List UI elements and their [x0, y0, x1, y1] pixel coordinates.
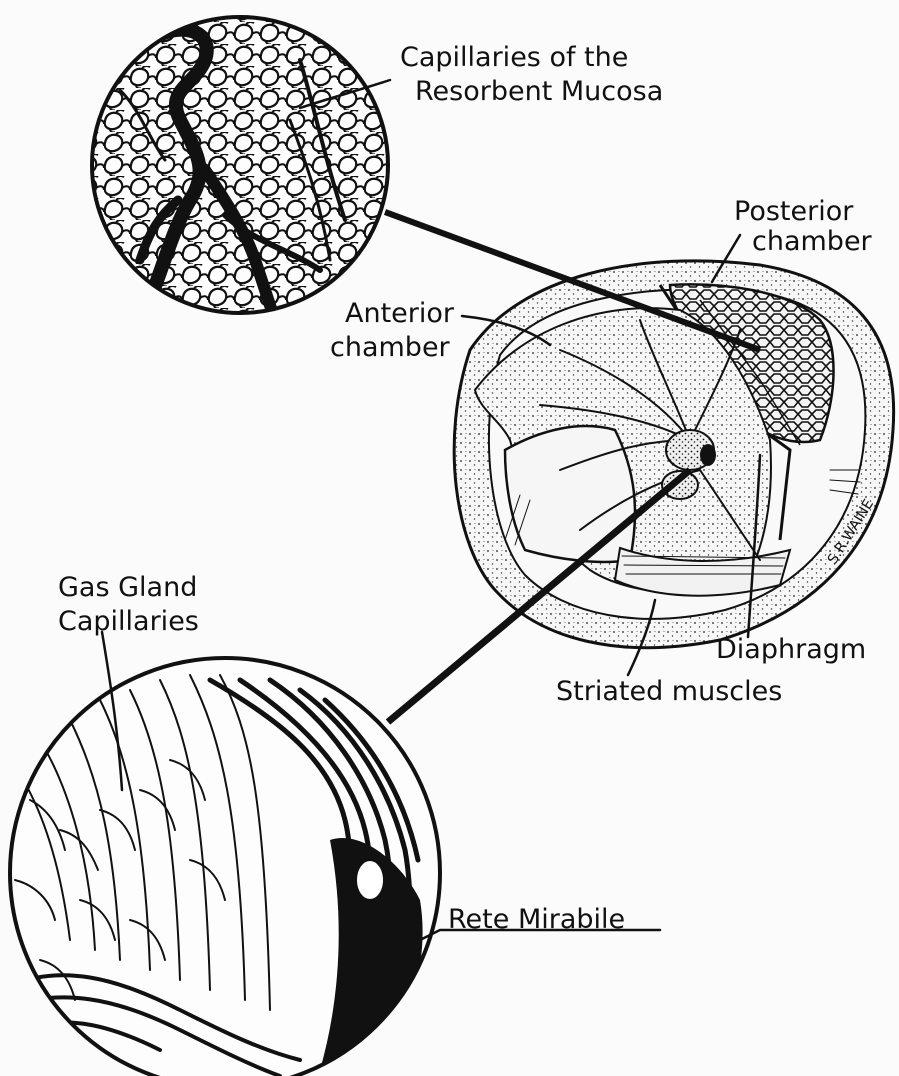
label-capillaries-line1: Capillaries of the — [400, 42, 628, 73]
label-posterior-line2: chamber — [752, 226, 873, 257]
mucosa-capillaries-inset — [92, 17, 388, 320]
label-gas-gland-line1: Gas Gland — [58, 572, 197, 603]
label-rete-mirabile: Rete Mirabile — [448, 904, 625, 935]
label-diaphragm: Diaphragm — [716, 634, 866, 665]
label-anterior-line2: chamber — [330, 332, 451, 363]
gas-gland-inset — [0, 658, 440, 1076]
label-posterior-line1: Posterior — [734, 196, 854, 227]
label-capillaries-line2: Resorbent Mucosa — [415, 76, 663, 107]
label-gas-gland-line2: Capillaries — [58, 606, 199, 637]
label-anterior-line1: Anterior — [345, 298, 455, 329]
label-striated-muscles: Striated muscles — [556, 676, 782, 707]
